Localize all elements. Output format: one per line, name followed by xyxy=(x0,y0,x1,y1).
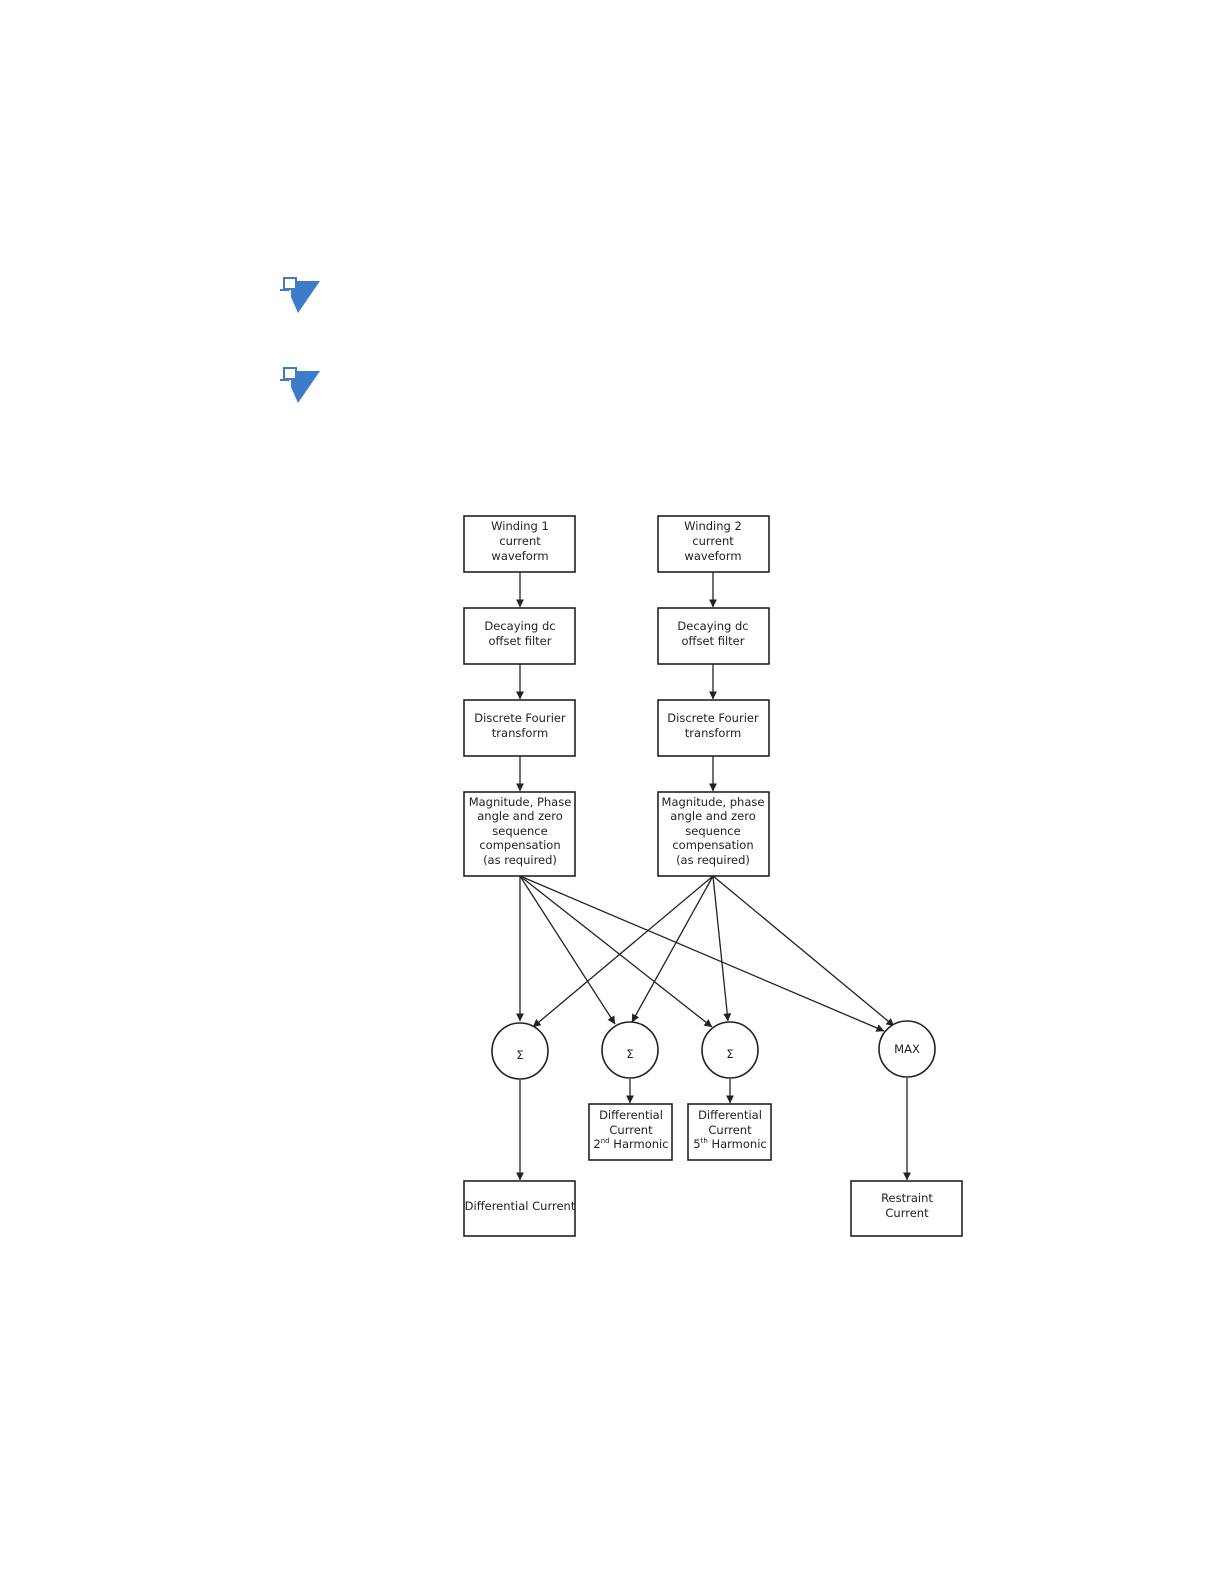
winding-2-compensation-box: Magnitude, phase angle and zero sequence… xyxy=(657,791,770,877)
note-icon xyxy=(280,367,320,403)
winding-1-filter-box: Decaying dc offset filter xyxy=(463,607,576,665)
node-line: Differential Current xyxy=(465,1199,576,1213)
winding-1-dft-box: Discrete Fourier transform xyxy=(463,699,576,757)
edge-w2-comp-max xyxy=(712,875,895,1027)
node-line: current xyxy=(692,534,734,548)
max-label: MAX xyxy=(894,1042,920,1056)
node-line: Discrete Fourier xyxy=(667,711,759,725)
node-line: Discrete Fourier xyxy=(474,711,566,725)
edge-w1-comp-sum3 xyxy=(519,875,713,1028)
node-line: offset filter xyxy=(489,634,552,648)
node-line: offset filter xyxy=(682,634,745,648)
winding-2-filter-box: Decaying dc offset filter xyxy=(657,607,770,665)
edge-w2-comp-sum3 xyxy=(712,875,732,1022)
node-line: transform xyxy=(492,726,548,740)
winding-2-dft-box: Discrete Fourier transform xyxy=(657,699,770,757)
node-line: angle and zero xyxy=(477,809,562,823)
sigma-symbol: Σ xyxy=(516,1048,523,1062)
differential-5th-harmonic-box: Differential Current 5th Harmonic xyxy=(687,1103,772,1161)
node-line: transform xyxy=(685,726,741,740)
node-line: Magnitude, Phase xyxy=(469,795,572,809)
restraint-current-box: Restraint Current xyxy=(850,1180,963,1237)
node-line: Decaying dc xyxy=(677,619,748,633)
sigma-symbol: Σ xyxy=(626,1047,633,1061)
node-line: angle and zero xyxy=(670,809,755,823)
sum-node-2: Σ xyxy=(601,1021,659,1079)
edge-w1-comp-sum2 xyxy=(519,875,616,1025)
winding-1-compensation-box: Magnitude, Phase angle and zero sequence… xyxy=(463,791,576,877)
node-line: Current xyxy=(708,1123,752,1137)
winding-1-waveform-box: Winding 1 current waveform xyxy=(463,515,576,573)
winding-2-waveform-box: Winding 2 current waveform xyxy=(657,515,770,573)
node-line: waveform xyxy=(684,549,741,563)
node-line: Differential xyxy=(599,1108,663,1122)
node-line: compensation xyxy=(672,838,753,852)
node-line: Magnitude, phase xyxy=(662,795,765,809)
edge-w2-comp-sum2 xyxy=(631,875,714,1023)
node-line: waveform xyxy=(491,549,548,563)
node-line: sequence xyxy=(492,824,547,838)
node-line: Winding 1 xyxy=(491,519,549,533)
sum-node-1: Σ xyxy=(491,1022,549,1080)
sigma-symbol: Σ xyxy=(726,1047,733,1061)
edges xyxy=(516,572,911,1181)
edge-w2-comp-sum1 xyxy=(532,875,714,1028)
node-line: Winding 2 xyxy=(684,519,742,533)
node-line: Current xyxy=(609,1123,653,1137)
node-line: Restraint xyxy=(881,1191,933,1205)
node-line: current xyxy=(499,534,541,548)
edge-w1-comp-max xyxy=(519,875,885,1032)
differential-2nd-harmonic-box: Differential Current 2nd Harmonic xyxy=(588,1103,673,1161)
node-line: sequence xyxy=(685,824,740,838)
node-line: Decaying dc xyxy=(484,619,555,633)
node-line: (as required) xyxy=(676,853,750,867)
differential-current-box: Differential Current xyxy=(463,1180,576,1237)
node-line: 5th Harmonic xyxy=(693,1137,766,1151)
node-line: (as required) xyxy=(483,853,557,867)
max-node: MAX xyxy=(878,1020,936,1078)
node-line: Differential xyxy=(698,1108,762,1122)
node-line: compensation xyxy=(479,838,560,852)
note-icon xyxy=(280,277,320,313)
sum-node-3: Σ xyxy=(701,1021,759,1079)
node-line: Current xyxy=(885,1206,929,1220)
node-line: 2nd Harmonic xyxy=(593,1137,668,1151)
